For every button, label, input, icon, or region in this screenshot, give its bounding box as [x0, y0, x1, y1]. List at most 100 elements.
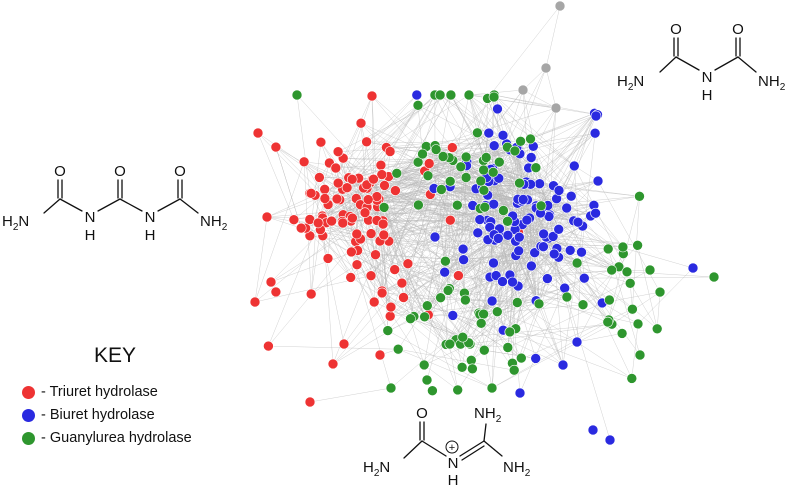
- network-node: [419, 311, 430, 323]
- network-node: [398, 292, 409, 303]
- network-node: [480, 152, 492, 163]
- network-node: [439, 266, 451, 278]
- network-node: [421, 300, 433, 312]
- network-node: [249, 296, 261, 308]
- network-node: [389, 264, 401, 275]
- network-node: [430, 144, 442, 155]
- network-node: [530, 162, 542, 173]
- network-node: [442, 285, 454, 296]
- network-node: [525, 152, 537, 163]
- network-node: [445, 89, 457, 101]
- network-node: [330, 162, 342, 174]
- network-node: [365, 228, 377, 239]
- network-node: [478, 185, 490, 196]
- network-node: [488, 198, 500, 210]
- network-node: [384, 146, 396, 157]
- network-node: [474, 214, 486, 225]
- biuret-structure: O O H2N N H NH2: [617, 21, 786, 104]
- network-node: [478, 164, 489, 176]
- network-node: [435, 292, 446, 304]
- network-node: [511, 297, 523, 308]
- network-node: [626, 373, 638, 384]
- network-node: [376, 169, 388, 180]
- network-node: [553, 224, 565, 235]
- network-node: [589, 127, 601, 139]
- network-node: [452, 384, 464, 396]
- network-node: [493, 156, 505, 168]
- guanylurea-atom-O: O: [416, 405, 428, 422]
- network-node: [337, 217, 349, 229]
- network-node: [479, 201, 491, 213]
- biuret-h2n-left: H2N: [617, 73, 644, 93]
- network-node: [602, 316, 614, 328]
- triuret-h2n-left: H2N: [2, 213, 29, 233]
- network-node: [368, 296, 380, 308]
- network-node: [346, 174, 358, 185]
- network-node: [517, 194, 529, 205]
- network-node: [554, 0, 566, 12]
- network-node: [487, 167, 499, 178]
- network-node: [291, 89, 303, 101]
- network-node: [632, 318, 644, 330]
- network-node: [507, 276, 518, 288]
- triuret-atom-NH1: N: [85, 209, 96, 226]
- network-node: [617, 241, 629, 253]
- network-node: [304, 396, 316, 408]
- network-node: [592, 175, 604, 187]
- network-node: [405, 313, 416, 325]
- network-node: [708, 271, 720, 283]
- triuret-structure: O O O H2N N H N H NH2: [2, 163, 228, 244]
- network-node: [502, 342, 514, 353]
- network-node: [319, 184, 331, 195]
- positive-charge-sign: +: [449, 442, 455, 454]
- network-node: [478, 344, 490, 356]
- network-node: [436, 184, 447, 195]
- network-node: [497, 130, 509, 141]
- network-node: [332, 177, 344, 189]
- network-node: [345, 272, 357, 283]
- network-node: [509, 145, 521, 157]
- network-node: [463, 89, 475, 101]
- network-node: [384, 310, 396, 322]
- network-nodes: [249, 0, 720, 446]
- network-node: [374, 349, 386, 361]
- network-node: [422, 170, 434, 181]
- network-node: [379, 180, 390, 191]
- network-node: [457, 331, 469, 343]
- network-node: [305, 288, 317, 300]
- network-node: [338, 338, 350, 350]
- network-node: [515, 136, 526, 147]
- biuret-atom-O2: O: [732, 21, 744, 38]
- network-node: [561, 291, 573, 303]
- network-node: [444, 338, 456, 350]
- network-node: [446, 142, 458, 153]
- network-node: [488, 257, 499, 269]
- network-node: [535, 200, 547, 212]
- network-node: [491, 306, 503, 318]
- network-node: [396, 277, 408, 289]
- network-node: [402, 258, 414, 270]
- biuret-nh2-right: NH2: [758, 73, 786, 93]
- biuret-atom-H: H: [702, 87, 713, 104]
- network-node: [327, 358, 339, 370]
- guanylurea-nh2-right: NH2: [503, 459, 531, 479]
- biuret-atom-O1: O: [670, 21, 682, 38]
- network-node: [460, 151, 472, 163]
- network-node: [514, 177, 525, 189]
- network-node: [460, 294, 471, 306]
- network-node: [355, 117, 367, 129]
- network-node: [453, 270, 464, 281]
- network-node: [385, 382, 397, 394]
- network-node: [486, 382, 498, 394]
- network-node: [515, 352, 527, 364]
- network-node: [434, 89, 446, 101]
- network-node: [377, 218, 389, 230]
- network-node: [472, 227, 484, 239]
- network-node: [530, 353, 542, 364]
- network-node: [252, 127, 264, 139]
- network-node: [590, 110, 602, 122]
- network-node: [687, 262, 699, 274]
- network-node: [437, 151, 449, 162]
- triuret-atom-O3: O: [174, 163, 186, 180]
